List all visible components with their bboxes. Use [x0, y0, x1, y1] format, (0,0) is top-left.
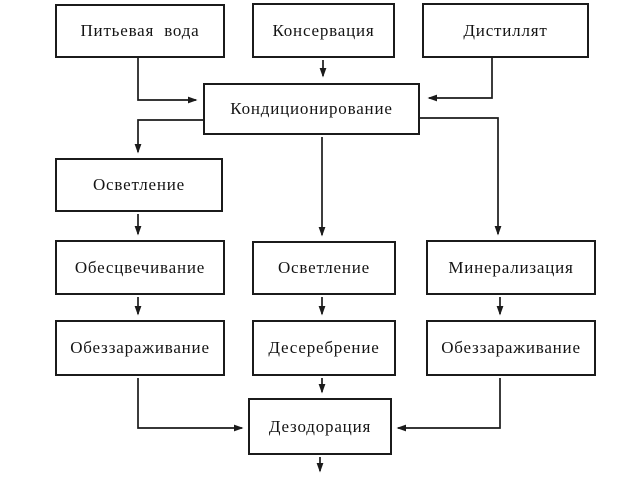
node-osvetlenie-left: Осветление [55, 158, 223, 212]
edge-pitevaya-kondits [137, 58, 198, 104]
node-mineralizatsiya: Минерализация [426, 240, 596, 295]
node-osvetlenie-center: Осветление [252, 241, 396, 295]
node-konditsionirovanie-label: Кондиционирование [230, 99, 393, 118]
edge-kondits-osvetlenie-left [134, 119, 203, 154]
node-pitevaya-voda: Питьевая вода [55, 4, 225, 58]
node-obezzarazhivanie-right-label: Обеззараживание [441, 338, 581, 357]
node-obestsvechivanie: Обесцвечивание [55, 240, 225, 295]
node-obestsvechivanie-label: Обесцвечивание [74, 257, 206, 277]
node-osvetlenie-left-label: Осветление [92, 175, 186, 194]
node-obezzarazhivanie-left-label: Обеззараживание [70, 338, 210, 357]
edge-obezzar-right-dezodor [396, 378, 501, 432]
node-konservatsiya-label: Консервация [272, 20, 375, 40]
node-deserebrenie-label: Десеребрение [268, 338, 380, 357]
node-mineralizatsiya-label: Минерализация [448, 257, 574, 277]
node-obezzarazhivanie-right: Обеззараживание [426, 320, 596, 376]
node-deserebrenie: Десеребрение [252, 320, 396, 376]
node-dezodoratsiya: Дезодорация [248, 398, 392, 455]
node-obezzarazhivanie-left: Обеззараживание [55, 320, 225, 376]
node-konditsionirovanie: Кондиционирование [203, 83, 420, 135]
node-distillyat-label: Дистиллят [463, 20, 548, 40]
node-dezodoratsiya-label: Дезодорация [268, 416, 372, 436]
edge-distillyat-kondits [427, 58, 493, 102]
node-distillyat: Дистиллят [422, 3, 589, 58]
node-konservatsiya: Консервация [252, 3, 395, 58]
node-osvetlenie-center-label: Осветление [277, 258, 371, 277]
node-pitevaya-voda-label: Питьевая вода [80, 21, 200, 40]
edge-obezzar-left-dezodor [137, 378, 244, 432]
edge-kondits-mineral [420, 117, 502, 236]
